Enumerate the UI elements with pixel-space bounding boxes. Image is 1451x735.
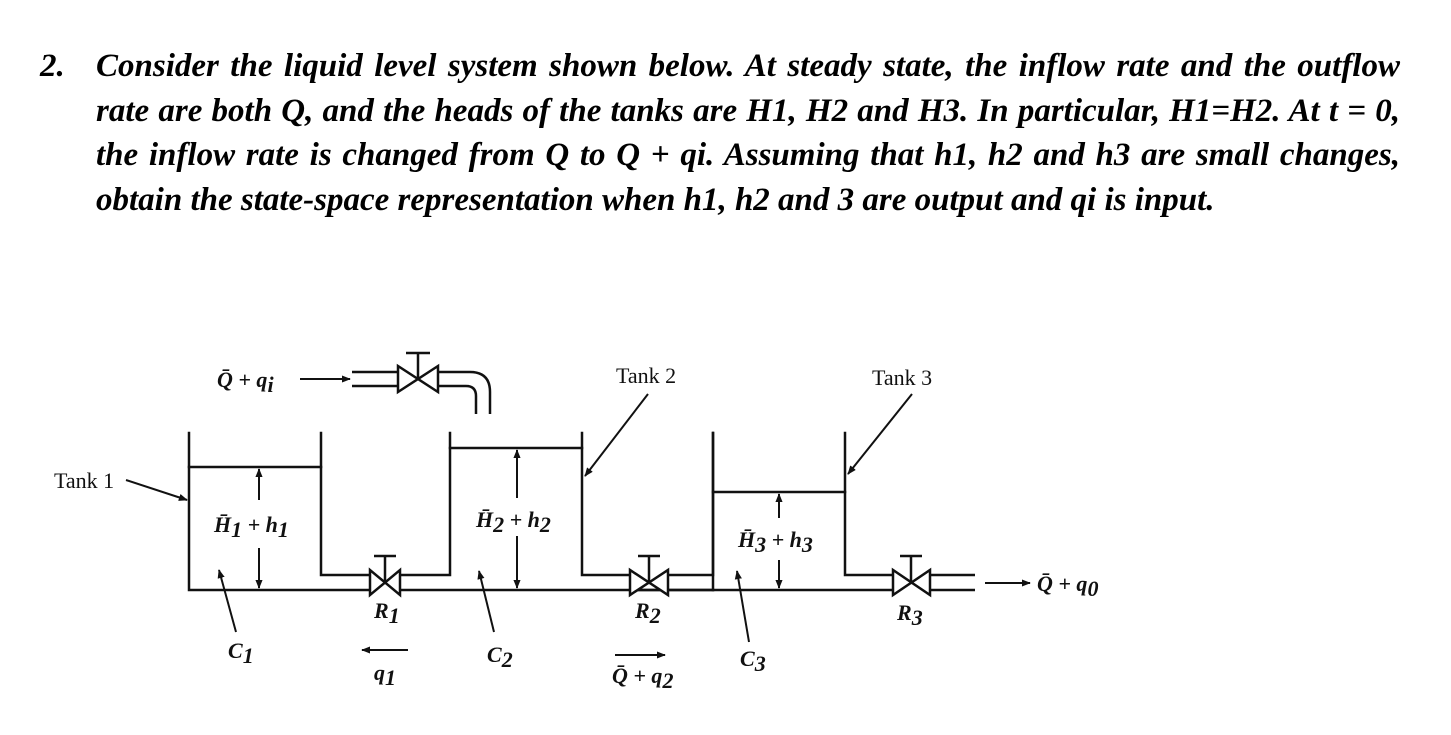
tank-2-label: Tank 2	[616, 363, 676, 388]
problem-text: Consider the liquid level system shown b…	[96, 48, 1400, 218]
r2-label: R2	[634, 598, 661, 628]
pipe-2-3	[628, 431, 715, 592]
outflow-pipe	[930, 573, 975, 592]
valve-r3	[891, 554, 932, 598]
c1-label: C1	[228, 638, 254, 668]
q1-label: q1	[374, 660, 396, 690]
c2-label: C2	[487, 642, 513, 672]
tank-1-pointer	[125, 479, 188, 501]
tank-1-label: Tank 1	[54, 468, 114, 493]
r3-label: R3	[896, 600, 923, 630]
tank-3-label: Tank 3	[872, 365, 932, 390]
pipe-1-2	[398, 431, 715, 592]
tank-3-pointer	[847, 393, 913, 475]
c2-pointer	[477, 570, 495, 633]
inflow-pipe	[352, 370, 492, 414]
c1-pointer	[217, 569, 237, 633]
c3-label: C3	[740, 646, 766, 676]
head-3-label: H̄3 + h3	[737, 527, 813, 557]
inflow-label: Q̄ + qi	[217, 367, 274, 397]
problem-number: 2.	[40, 48, 65, 84]
head-2-label: H̄2 + h2	[475, 507, 551, 537]
tank-3-walls	[711, 431, 895, 592]
outflow-label: Q̄ + q0	[1037, 571, 1098, 601]
valve-r1	[368, 554, 402, 598]
tank-1-walls	[187, 431, 372, 592]
r1-label: R1	[373, 598, 400, 628]
head-1-label: H̄1 + h1	[213, 512, 289, 542]
q2-label: Q̄ + q2	[612, 663, 673, 693]
c3-pointer	[734, 570, 750, 643]
tank-2-pointer	[584, 393, 649, 477]
inflow-valve	[396, 351, 440, 395]
valve-r2	[628, 554, 670, 598]
problem-statement: 2. Consider the liquid level system show…	[40, 44, 1400, 222]
